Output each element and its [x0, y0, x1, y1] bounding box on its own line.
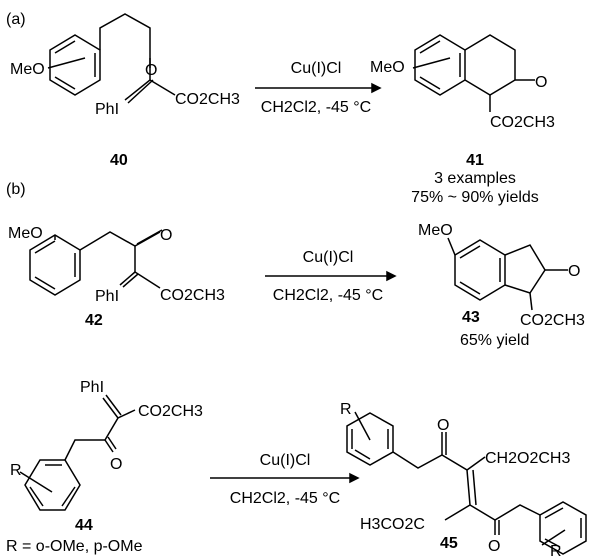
c41-o: O	[535, 74, 547, 91]
arrow-b-reagent: Cu(I)Cl	[303, 249, 354, 266]
c45-r-top: R	[340, 401, 352, 418]
c45-ester-bottom: H3CO2C	[360, 516, 425, 533]
c43-o: O	[568, 263, 580, 280]
arrow-a-conditions: CH2Cl2, -45 °C	[261, 99, 371, 116]
compound-43	[447, 237, 568, 311]
c44-phi: PhI	[80, 379, 104, 396]
arrow-a	[255, 82, 382, 94]
c41-note1: 3 examples	[434, 170, 516, 187]
c42-meo: MeO	[8, 225, 43, 242]
c42-phi: PhI	[95, 288, 119, 305]
c45-o-top: O	[437, 417, 449, 434]
arrow-c	[210, 472, 360, 484]
c45-o-bottom: O	[488, 538, 500, 555]
c43-meo: MeO	[418, 222, 453, 239]
c43-id: 43	[462, 309, 480, 326]
c44-id: 44	[75, 517, 93, 534]
c44-r: R	[10, 462, 22, 479]
arrow-a-reagent: Cu(I)Cl	[291, 60, 342, 77]
c42-ester: CO2CH3	[160, 287, 225, 304]
compound-41	[412, 34, 535, 112]
arrow-c-conditions: CH2Cl2, -45 °C	[230, 490, 340, 507]
compound-40	[47, 13, 176, 104]
c41-ester: CO2CH3	[490, 114, 555, 131]
arrow-b-conditions: CH2Cl2, -45 °C	[273, 287, 383, 304]
c40-o: O	[145, 62, 157, 79]
c43-note: 65% yield	[460, 332, 529, 349]
panel-a-label: (a)	[6, 11, 26, 28]
c45-id: 45	[440, 535, 458, 552]
c42-o: O	[160, 227, 172, 244]
panel-b-label: (b)	[6, 181, 26, 198]
c41-id: 41	[466, 152, 484, 169]
c40-id: 40	[110, 152, 128, 169]
c40-meo: MeO	[10, 61, 45, 78]
compound-45	[346, 411, 587, 555]
c45-ester-top: CH2O2CH3	[485, 450, 570, 467]
arrow-c-reagent: Cu(I)Cl	[260, 452, 311, 469]
c45-r-bottom: R	[550, 543, 562, 558]
c40-ester: CO2CH3	[175, 91, 240, 108]
c40-phi: PhI	[95, 101, 119, 118]
c41-note2: 75% ~ 90% yields	[411, 189, 539, 206]
c44-r-definition: R = o-OMe, p-OMe	[6, 538, 143, 555]
c44-ester: CO2CH3	[138, 403, 203, 420]
c42-id: 42	[85, 312, 103, 329]
compound-44	[19, 394, 136, 511]
c44-o: O	[110, 456, 122, 473]
arrow-b	[265, 270, 397, 282]
c43-ester: CO2CH3	[520, 312, 585, 329]
compound-42	[29, 229, 163, 296]
c41-meo: MeO	[370, 59, 405, 76]
